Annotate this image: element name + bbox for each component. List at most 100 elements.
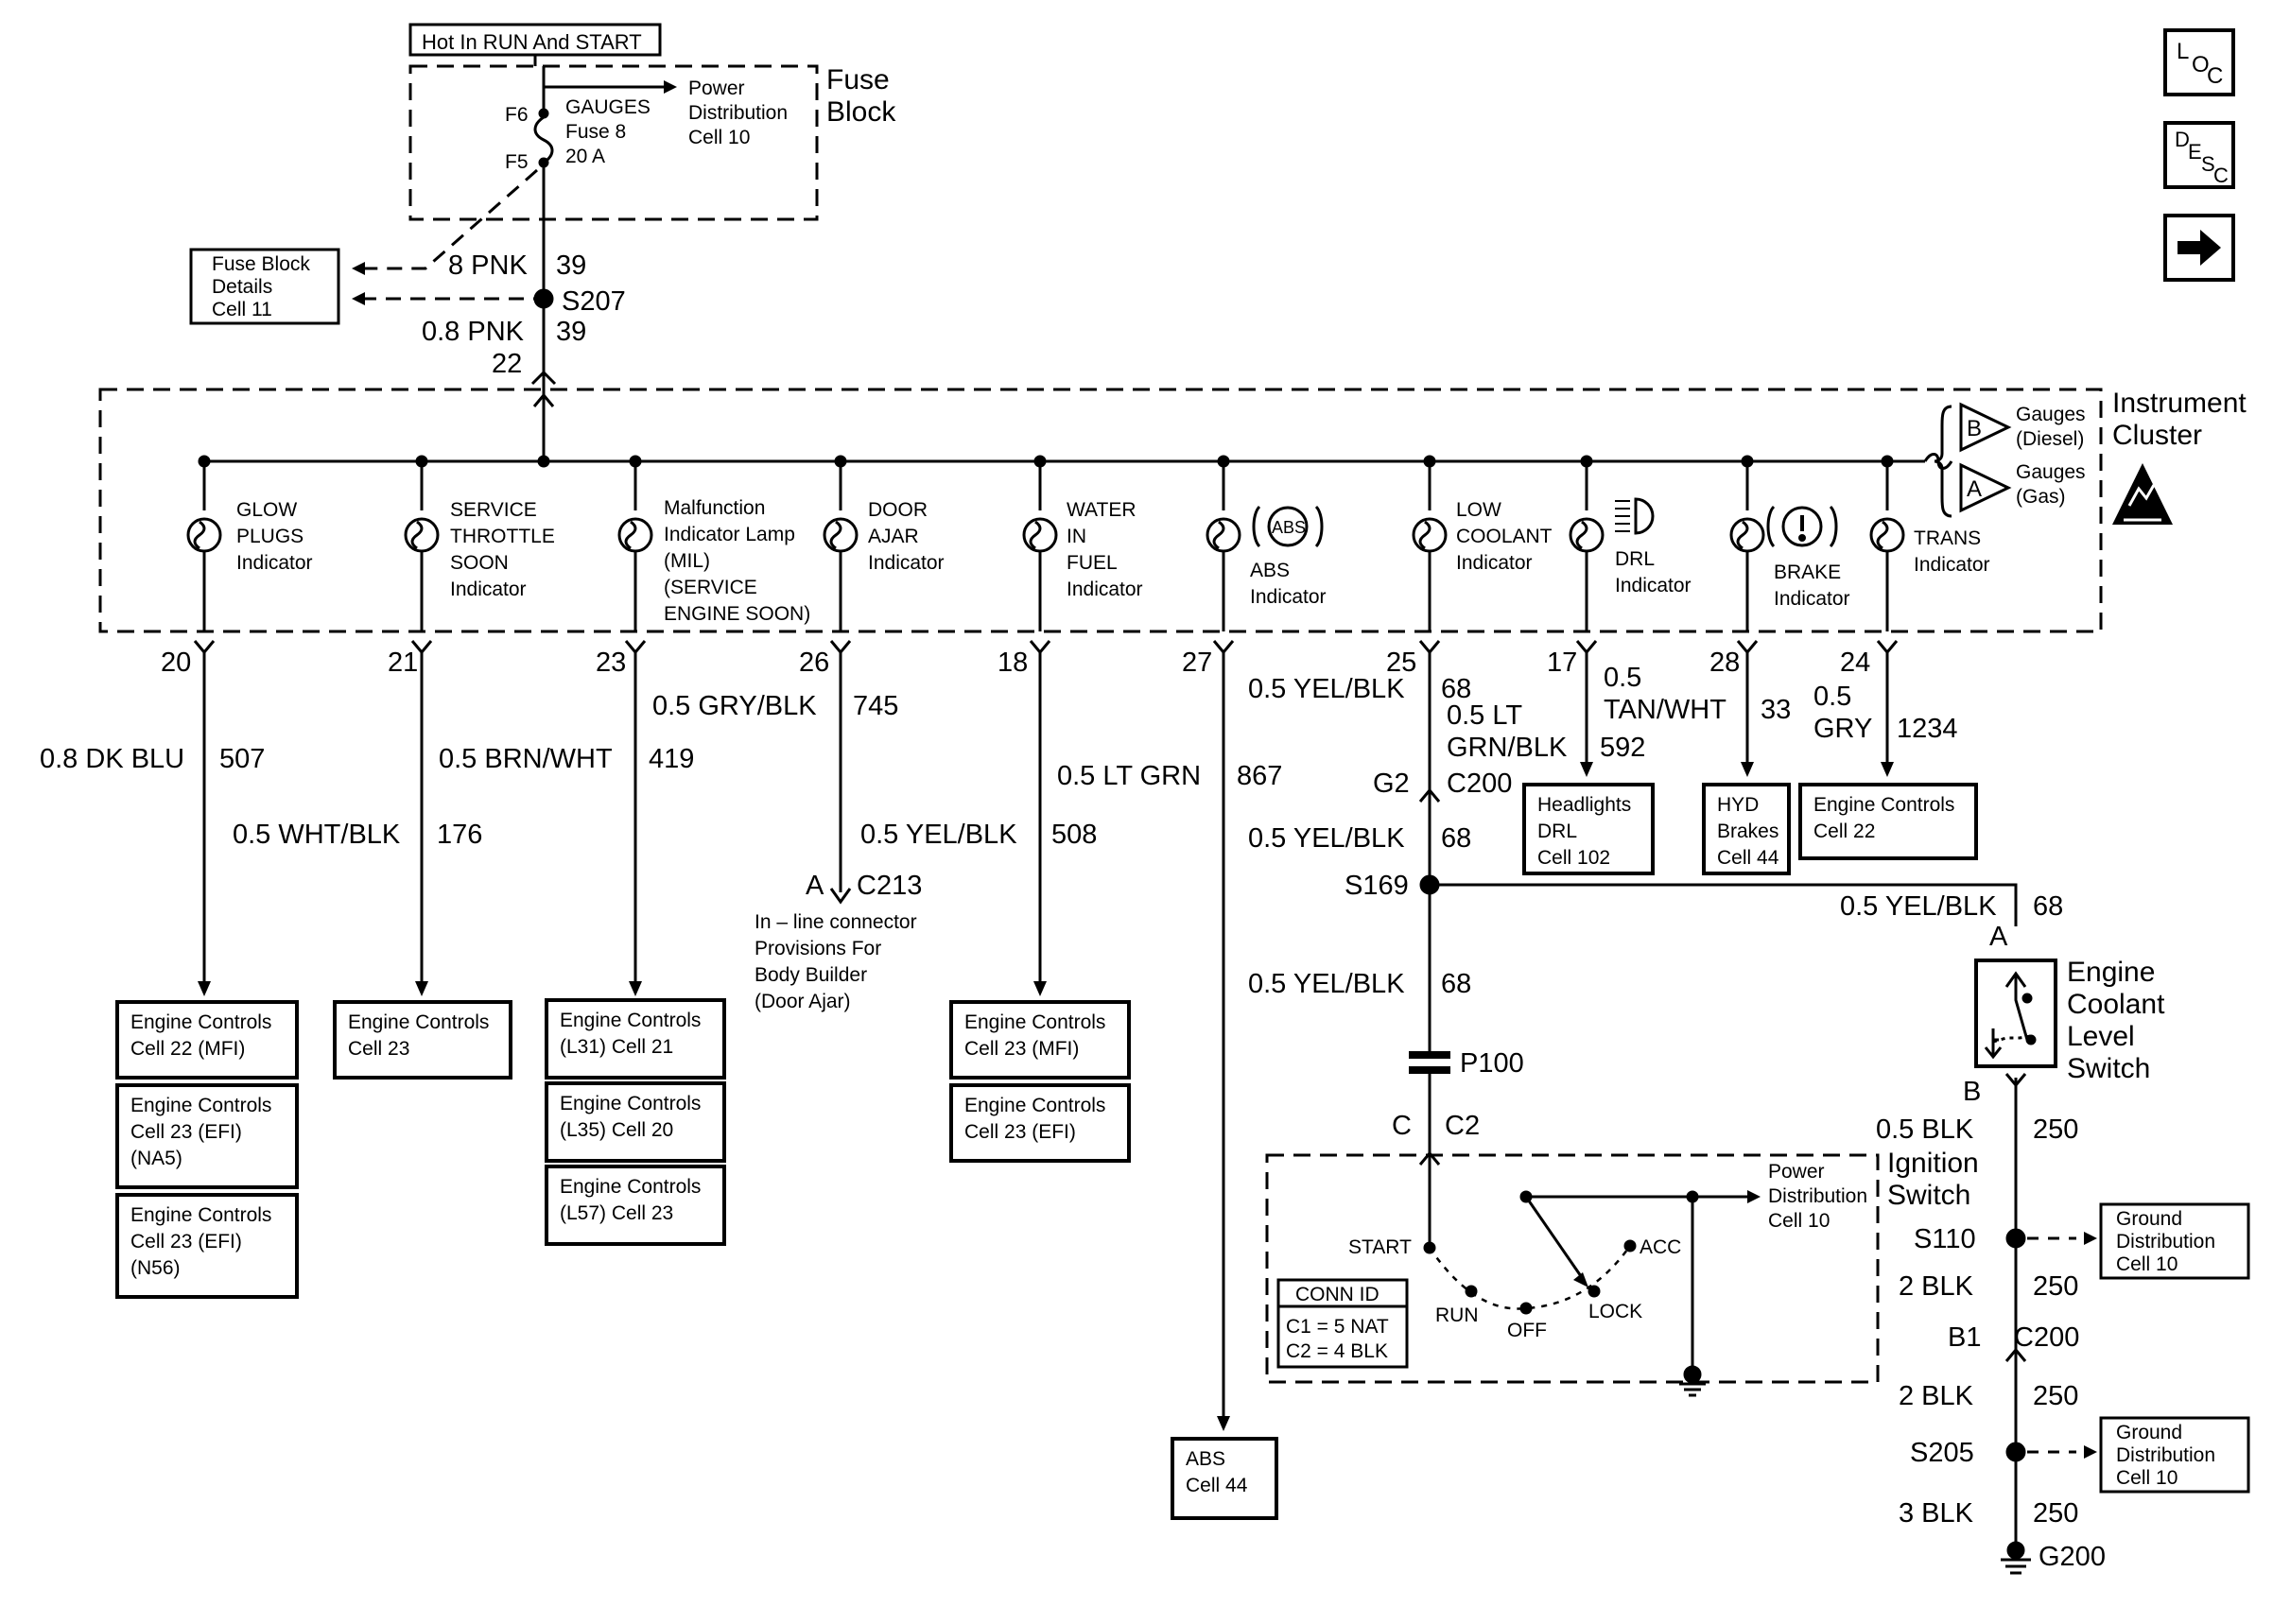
indicator-label: AJAR [868,526,919,547]
indicator-pin: 27 [1182,648,1212,678]
conn-id-box [1276,1278,1409,1369]
indicator-pin: 20 [161,648,191,678]
next-page-button[interactable] [2163,214,2235,282]
wire-circuit: 1234 [1897,714,1958,744]
desc-letter: C [2213,164,2229,187]
destination-box[interactable]: Engine Controls(L31) Cell 21 [545,998,726,1080]
indicator-label: SERVICE [450,499,537,521]
destination-box[interactable]: Engine Controls(L35) Cell 20 [545,1081,726,1163]
c213-note: In – line connector [755,911,917,933]
pin-f5: F5 [505,151,529,173]
ground-dist-label: Distribution [2116,1231,2215,1253]
gauges-label: Gauges [2016,404,2086,425]
svg-text:ABS: ABS [1272,518,1306,537]
gauges-label: (Diesel) [2016,428,2084,450]
destination-box-label: ABS [1186,1448,1225,1470]
conn-id-c1: C1 = 5 NAT [1286,1316,1389,1338]
destination-box-label: Cell 44 [1186,1475,1248,1496]
connector-chevron-icon [1418,1150,1441,1166]
power-dist-label: Distribution [688,102,788,124]
indicator-label: Indicator [1067,579,1143,600]
arrow-down-icon [1033,981,1047,996]
c200: C200 [1447,769,1512,799]
abs-symbol-icon: ABS [1252,505,1324,548]
fuse-rating: 20 A [565,146,605,167]
p100: P100 [1460,1048,1524,1079]
wire-color: 2 BLK [1899,1381,1974,1411]
connector-chevron-icon [1876,640,1899,655]
destination-box[interactable]: ABS Cell 44 [1171,1437,1278,1520]
coolant-switch-branch [1430,883,2018,926]
splice-s110: S110 [1914,1224,1976,1254]
loc-letter: O [2192,52,2210,78]
ground-dist-box[interactable] [2099,1416,2250,1494]
splice-s205: S205 [1910,1438,1974,1468]
indicator-pin: 21 [388,648,418,678]
destination-box-label: HYD [1717,794,1759,816]
destination-box-label: (L31) Cell 21 [560,1036,673,1058]
wire-color: 0.5 WHT/BLK [233,820,401,850]
connector-chevron-icon [829,888,852,905]
gauges-brace [1934,405,1952,518]
ground-symbol-icon [2001,1541,2031,1575]
destination-box[interactable]: Engine Controls(L57) Cell 23 [545,1165,726,1246]
destination-box-label: (NA5) [130,1148,182,1169]
loc-button[interactable]: L O C [2163,28,2235,96]
c213-note: Provisions For [755,938,881,959]
indicator-label: BRAKE [1774,561,1841,583]
indicator-pin: 26 [799,648,829,678]
gauge-a-icon [1959,462,2012,513]
arrow-head-icon [2084,1232,2097,1245]
indicator-label: PLUGS [236,526,304,547]
switch-arc [1428,1245,1632,1310]
wire-circuit: 250 [2033,1114,2078,1145]
destination-box-label: Engine Controls [130,1011,271,1033]
connector-chevron-icon [1418,787,1441,803]
switch-off-label: OFF [1507,1320,1547,1341]
ignition-power-label: Cell 10 [1768,1210,1830,1232]
destination-box-label: Engine Controls [130,1095,271,1116]
indicator-label: DOOR [868,499,928,521]
arrow-left-icon [352,262,365,275]
coolant-switch-icon [1993,971,2029,1042]
wire-circuit: 592 [1600,733,1645,763]
ground-dist-label: Distribution [2116,1444,2215,1466]
destination-box-label: DRL [1537,821,1577,842]
indicator-pin: 17 [1547,648,1577,678]
arrow-left-icon [352,292,365,305]
desc-button[interactable]: D E S C [2163,121,2235,189]
connector-chevron-icon [1418,640,1441,655]
switch-pin-b: B [1963,1077,1981,1107]
ground-dist-label: Cell 10 [2116,1467,2178,1489]
fuse-block-outline [408,64,819,221]
feed-circuit: 39 [556,317,586,347]
destination-box-label: Cell 23 (EFI) [130,1231,242,1253]
pin-f6-dot [538,108,549,119]
hot-label: Hot In RUN And START [422,30,642,54]
ground-dist-box[interactable] [2099,1202,2250,1280]
destination-box-label: Cell 23 (MFI) [964,1038,1079,1060]
wire-color: 0.8 DK BLU [40,744,184,774]
fuse-block-details-box[interactable] [189,248,340,325]
splice-s207-dot [533,288,554,309]
arrow-down-icon [1217,1416,1230,1431]
c213-note: (Door Ajar) [755,991,851,1012]
